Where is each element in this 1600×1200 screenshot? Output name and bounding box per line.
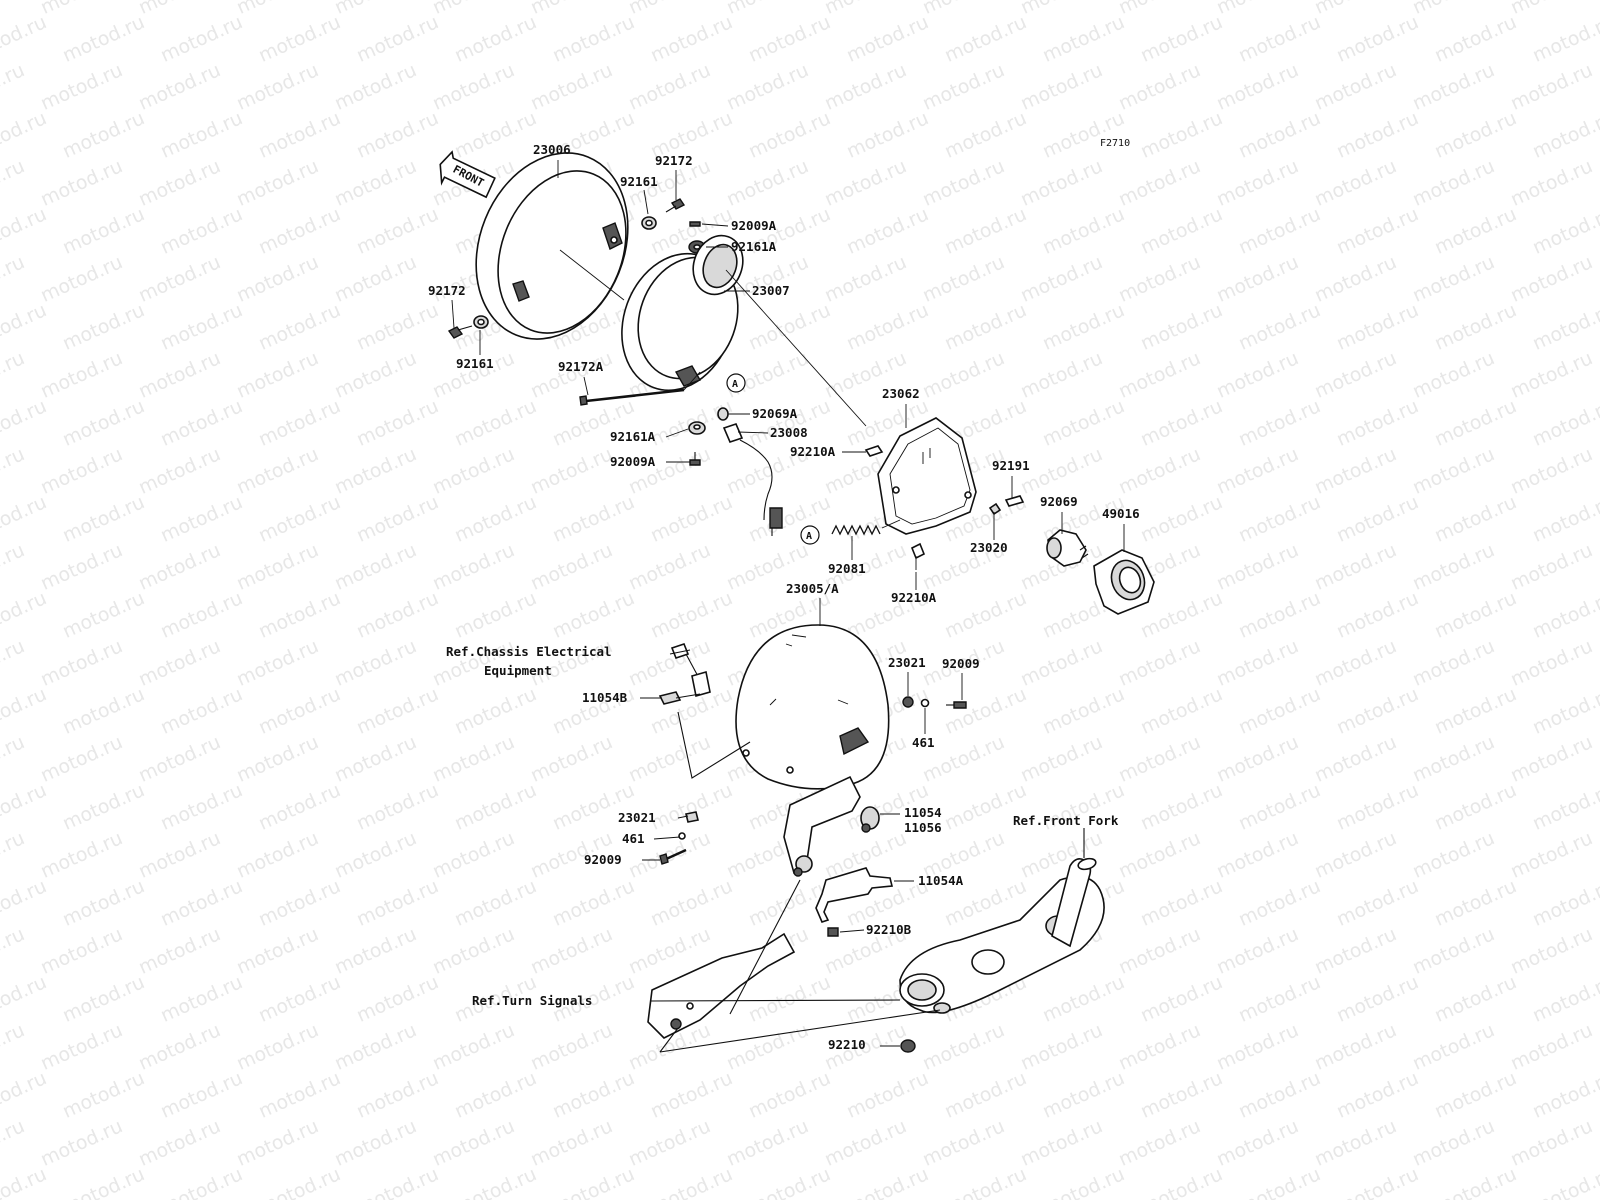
ref-chassis-line2: Equipment <box>484 663 552 678</box>
socket-23008[interactable] <box>722 423 783 536</box>
label-23020: 23020 <box>970 540 1008 555</box>
nut-92210b[interactable] <box>827 927 839 937</box>
label-92009-l: 92009 <box>584 852 622 867</box>
bulb-92069[interactable] <box>1046 529 1089 567</box>
marker-a-label-2: A <box>806 531 812 542</box>
label-23007: 23007 <box>752 283 790 298</box>
label-23005a: 23005/A <box>786 581 839 596</box>
label-23006: 23006 <box>533 142 571 157</box>
label-92069: 92069 <box>1040 494 1078 509</box>
ref-chassis-line1: Ref.Chassis Electrical <box>446 644 612 659</box>
hardware-right[interactable] <box>988 495 1025 516</box>
spring-92081[interactable] <box>831 519 901 536</box>
label-92009a: 92009A <box>731 218 777 233</box>
diagram-code: F2710 <box>1100 138 1130 149</box>
label-92161a: 92161A <box>731 239 777 254</box>
marker-a-label: A <box>732 379 738 390</box>
label-23008: 23008 <box>770 425 808 440</box>
label-23021-l: 23021 <box>618 810 656 825</box>
marker-a-bottom: A <box>800 525 820 545</box>
nut-92210[interactable] <box>900 1039 916 1053</box>
label-23062: 23062 <box>882 386 920 401</box>
label-11054b: 11054B <box>582 690 628 705</box>
label-23021: 23021 <box>888 655 926 670</box>
hardware-top[interactable] <box>641 198 706 254</box>
label-49016: 49016 <box>1102 506 1140 521</box>
label-leader-lines <box>451 160 1125 1047</box>
label-92191: 92191 <box>992 458 1030 473</box>
label-92172: 92172 <box>655 153 693 168</box>
label-92210a: 92210A <box>790 444 836 459</box>
label-92210: 92210 <box>828 1037 866 1052</box>
ref-turn-signals: Ref.Turn Signals <box>472 993 592 1008</box>
label-11054: 11054 <box>904 805 942 820</box>
headlight-cowl-23005a[interactable] <box>735 624 890 790</box>
label-92009a-l: 92009A <box>610 454 656 469</box>
label-92172a: 92172A <box>558 359 604 374</box>
bracket-23062[interactable] <box>864 417 977 535</box>
hardware-cowl-right[interactable] <box>902 696 967 709</box>
hardware-cowl-left[interactable] <box>659 811 699 865</box>
label-92161a-l: 92161A <box>610 429 656 444</box>
label-92161: 92161 <box>620 174 658 189</box>
bracket-11054b[interactable] <box>658 643 751 779</box>
label-11054a: 11054A <box>918 873 964 888</box>
screw-92172a[interactable] <box>579 371 701 406</box>
label-92172-l: 92172 <box>428 283 466 298</box>
label-11056: 11056 <box>904 820 942 835</box>
label-92210a-b: 92210A <box>891 590 937 605</box>
label-461-l: 461 <box>622 831 645 846</box>
label-92210b: 92210B <box>866 922 912 937</box>
headlight-body-23007[interactable] <box>603 229 867 427</box>
label-461: 461 <box>912 735 935 750</box>
label-92009: 92009 <box>942 656 980 671</box>
stay-11054a[interactable] <box>815 867 894 923</box>
label-92161-l: 92161 <box>456 356 494 371</box>
headlight-rim-23006[interactable] <box>449 130 654 362</box>
ref-front-fork: Ref.Front Fork <box>1013 813 1119 828</box>
cover-49016[interactable] <box>1093 549 1155 615</box>
front-fork-bracket[interactable] <box>899 857 1105 1014</box>
bracket-11054[interactable] <box>783 775 880 877</box>
hardware-lower[interactable] <box>688 407 729 466</box>
label-92069a: 92069A <box>752 406 798 421</box>
clip-92210a[interactable] <box>910 542 926 570</box>
marker-a-top: A <box>726 373 746 393</box>
label-92081: 92081 <box>828 561 866 576</box>
ref-leader-lines <box>649 828 1085 1053</box>
front-arrow: FRONT <box>439 150 496 199</box>
hardware-left[interactable] <box>447 315 489 339</box>
turn-signal-bracket[interactable] <box>647 879 801 1039</box>
